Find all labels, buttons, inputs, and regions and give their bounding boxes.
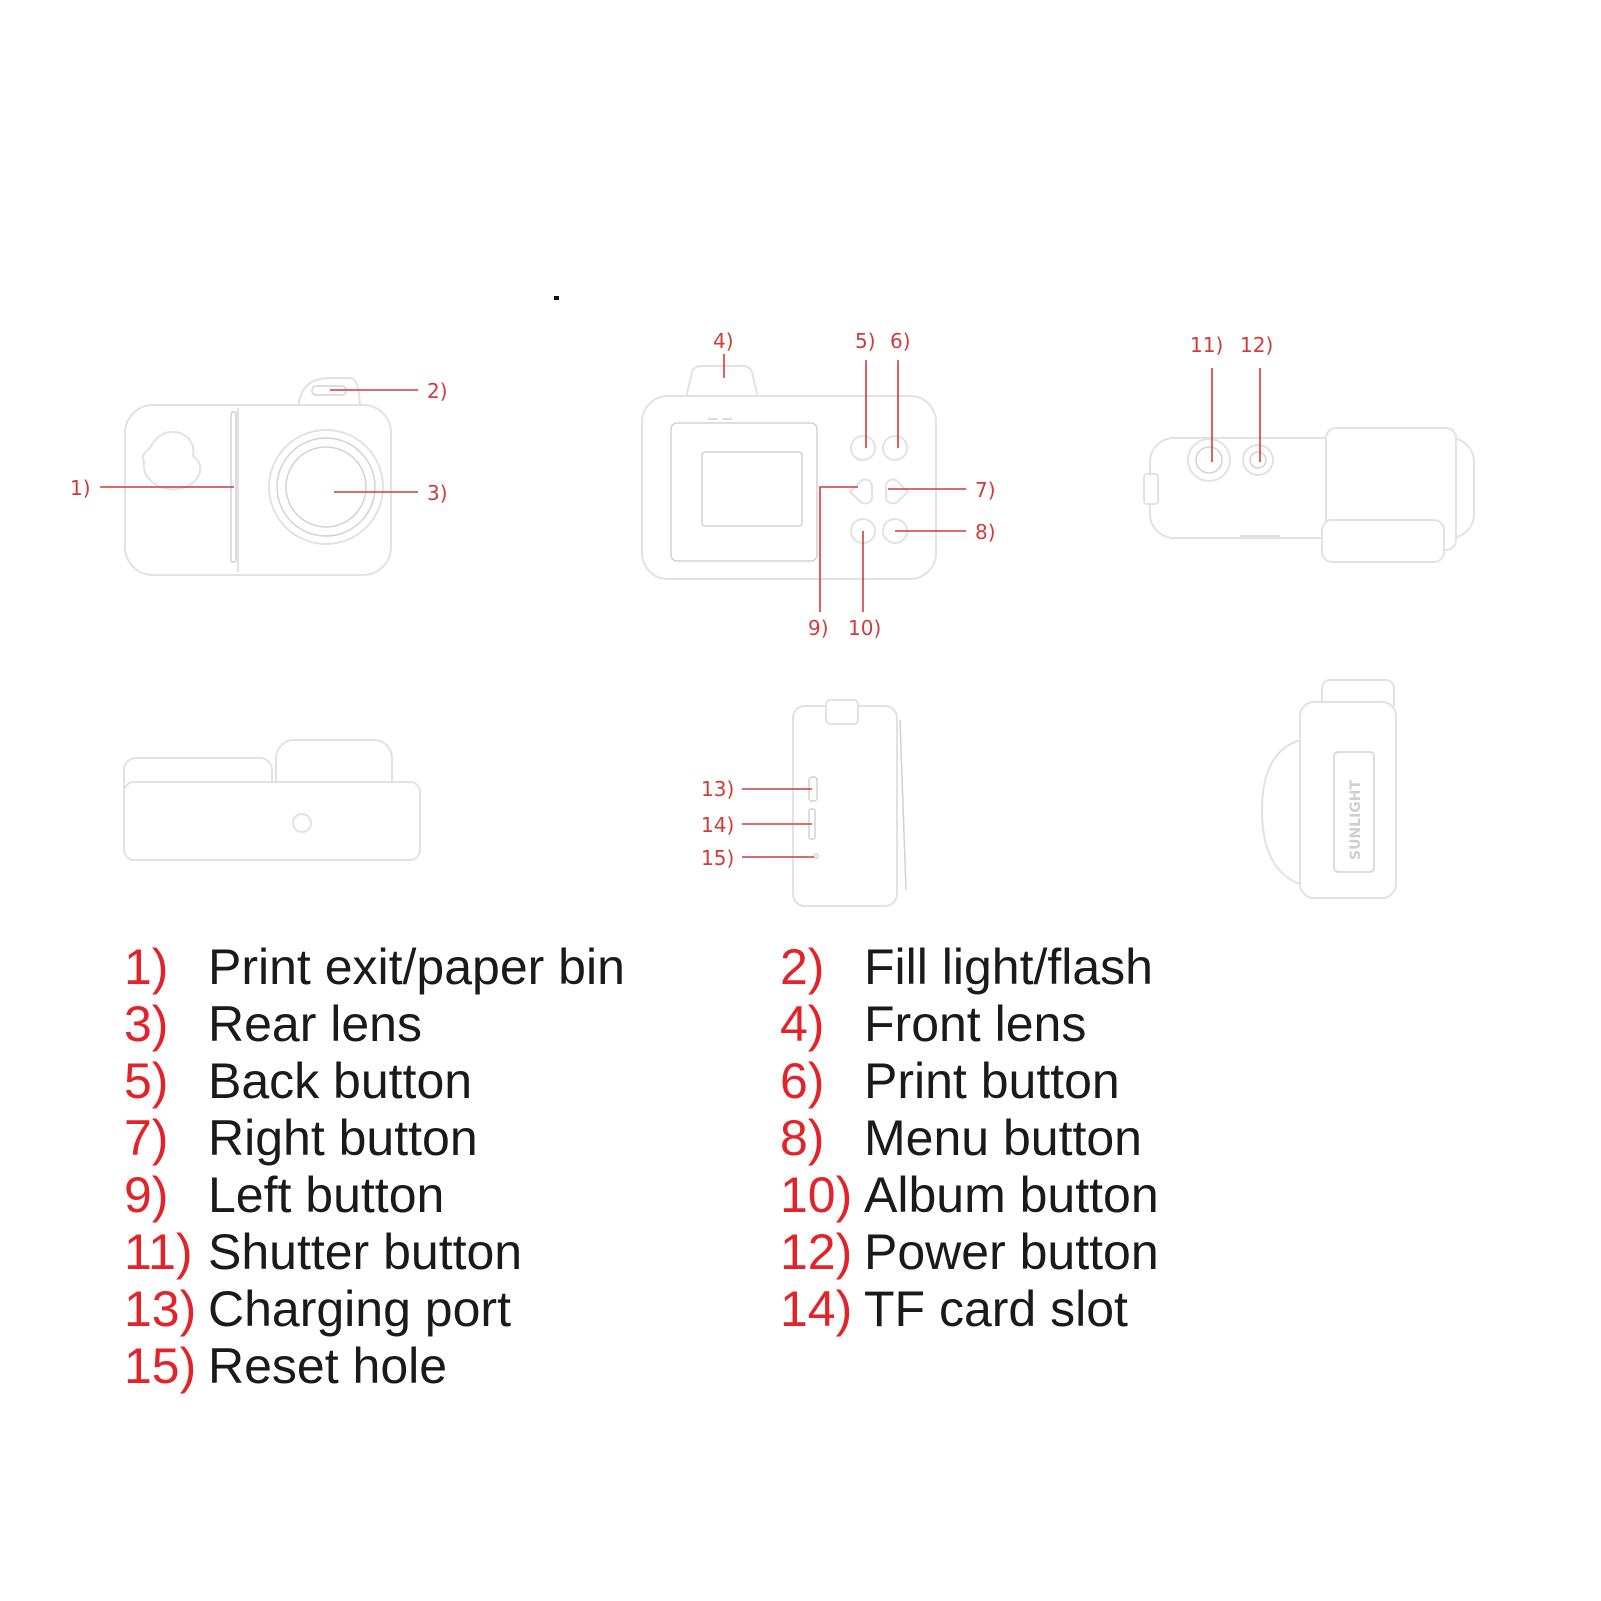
- callout-15: 15): [701, 846, 734, 870]
- shutter-button-inner: [1195, 446, 1223, 474]
- legend-number: 10): [780, 1167, 853, 1223]
- callout-6: 6): [890, 329, 911, 353]
- legend-number: 7): [124, 1110, 169, 1166]
- right-button-shape: [885, 478, 910, 505]
- legend-label: Menu button: [864, 1110, 1142, 1166]
- side-lens-edge: [899, 719, 907, 891]
- legend-item: 8) Menu button: [780, 1110, 1142, 1166]
- legend-item: 13)Charging port: [124, 1281, 511, 1337]
- callout-4: 4): [713, 329, 734, 353]
- side-body: [792, 705, 898, 907]
- brand-logo-text: SUNLIGHT: [1348, 779, 1364, 860]
- back-button-shape: [850, 435, 876, 461]
- power-button-inner: [1249, 451, 1267, 469]
- callout-2: 2): [427, 379, 448, 403]
- legend-number: 6): [780, 1053, 825, 1109]
- callout-12: 12): [1240, 333, 1273, 357]
- legend-label: Left button: [208, 1167, 445, 1223]
- legend-label: Rear lens: [208, 996, 422, 1052]
- brand-plate: [1333, 751, 1375, 873]
- callout-7: 7): [975, 478, 996, 502]
- leader-9: [819, 486, 858, 612]
- legend-label: Fill light/flash: [864, 939, 1153, 995]
- legend-number: 2): [780, 939, 825, 995]
- legend-item: 7) Right button: [124, 1110, 478, 1166]
- legend-item: 10)Album button: [780, 1167, 1159, 1223]
- legend-item: 2) Fill light/flash: [780, 939, 1153, 995]
- callout-10: 10): [848, 616, 881, 640]
- front-lens-housing: [684, 365, 760, 399]
- legend-number: 4): [780, 996, 825, 1052]
- legend-label: Charging port: [208, 1281, 511, 1337]
- legend-number: 1): [124, 939, 169, 995]
- legend-item: 3) Rear lens: [124, 996, 422, 1052]
- legend-label: TF card slot: [864, 1281, 1128, 1337]
- legend-number: 15): [124, 1338, 197, 1394]
- bottom-body: [123, 781, 421, 861]
- screen-display: [701, 451, 803, 527]
- callout-3: 3): [427, 481, 448, 505]
- legend-number: 12): [780, 1224, 853, 1280]
- callout-13: 13): [701, 777, 734, 801]
- stray-dot: [554, 296, 559, 300]
- callout-9: 9): [808, 616, 829, 640]
- callout-14: 14): [701, 813, 734, 837]
- side-lens-bulge: [1260, 738, 1301, 886]
- legend-item: 4) Front lens: [780, 996, 1086, 1052]
- legend-label: Print button: [864, 1053, 1120, 1109]
- legend-label: Reset hole: [208, 1338, 448, 1394]
- bear-logo-icon: [141, 431, 202, 491]
- callout-1: 1): [70, 476, 91, 500]
- lens-glass: [285, 446, 367, 528]
- legend-number: 9): [124, 1167, 169, 1223]
- legend-label: Back button: [208, 1053, 473, 1109]
- legend-item: 6) Print button: [780, 1053, 1120, 1109]
- bottom-view: [123, 739, 421, 861]
- side-top-tab: [825, 699, 859, 725]
- legend-number: 8): [780, 1110, 825, 1166]
- legend-item: 1) Print exit/paper bin: [124, 939, 625, 995]
- legend-number: 14): [780, 1281, 853, 1337]
- top-side-tab: [1143, 473, 1159, 505]
- legend-label: Shutter button: [208, 1224, 523, 1280]
- legend-label: Album button: [864, 1167, 1159, 1223]
- legend-number: 13): [124, 1281, 197, 1337]
- legend-label: Front lens: [864, 996, 1087, 1052]
- right-side-view: SUNLIGHT: [1260, 679, 1397, 899]
- left-button-shape: [848, 478, 873, 505]
- left-side-view: [792, 699, 907, 907]
- reset-hole-shape: [813, 853, 819, 859]
- legend-item: 14)TF card slot: [780, 1281, 1128, 1337]
- back-view: [641, 365, 937, 580]
- legend-item: 9) Left button: [124, 1167, 444, 1223]
- tripod-hole: [292, 813, 312, 833]
- callout-8: 8): [975, 520, 996, 544]
- legend-label: Print exit/paper bin: [208, 939, 625, 995]
- front-view: [124, 377, 392, 576]
- legend-item: 11) Shutter button: [124, 1224, 522, 1280]
- legend-label: Power button: [864, 1224, 1159, 1280]
- legend-item: 15)Reset hole: [124, 1338, 447, 1394]
- callout-5: 5): [855, 329, 876, 353]
- legend-item: 5) Back button: [124, 1053, 472, 1109]
- top-lens-base: [1321, 519, 1445, 563]
- legend-number: 5): [124, 1053, 169, 1109]
- print-button-shape: [882, 435, 908, 461]
- legend-number: 3): [124, 996, 169, 1052]
- top-view: [1143, 427, 1475, 563]
- legend-label: Right button: [208, 1110, 478, 1166]
- callout-11: 11): [1190, 333, 1223, 357]
- legend-item: 12)Power button: [780, 1224, 1159, 1280]
- legend-number: 11): [124, 1224, 193, 1280]
